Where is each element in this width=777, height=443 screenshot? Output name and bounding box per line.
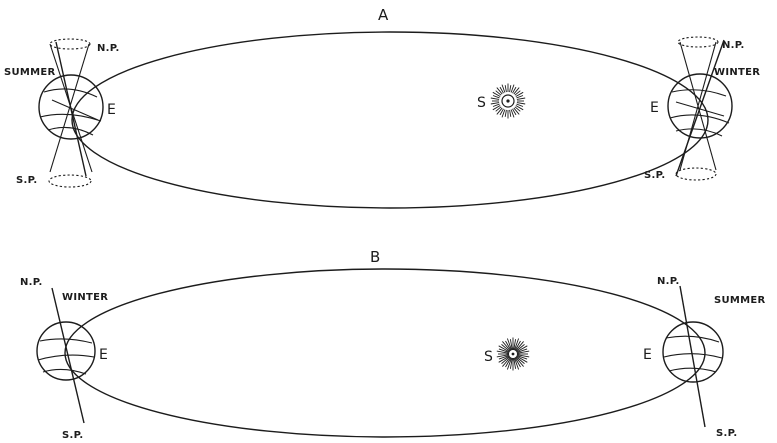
sun-ray [510,110,511,117]
sun-ray [497,108,502,115]
orbit-a [72,32,708,208]
sun-ray [514,108,519,115]
sun-b-label: S [484,349,493,365]
sun-ray [514,88,519,95]
earth-a-right-north-pole: N.P. [722,40,745,51]
earth-b-left: E WINTER N.P. S.P. [20,277,108,441]
earth-a-left-label: E [107,102,116,118]
earth-b-left-season: WINTER [62,292,108,303]
sun-ray [510,85,511,92]
earth-a-right-south-pole: S.P. [644,170,666,181]
sun-a: S [477,84,525,119]
sun-b: S [484,338,529,371]
earth-a-left-season: SUMMER [4,67,56,78]
sun-ray [517,98,525,99]
earth-a-right: E WINTER N.P. S.P. [644,37,760,181]
earth-b-right-north-pole: N.P. [657,276,680,287]
sun-ray [491,103,499,104]
earth-b-right-label: E [643,347,652,363]
sun-ray [505,110,506,117]
earth-b-right-season: SUMMER [714,295,766,306]
earth-b-right-south-pole: S.P. [716,428,738,439]
sun-ray [497,88,502,95]
earth-a-left: E SUMMER N.P. S.P. [4,39,120,187]
earth-b-left-north-pole: N.P. [20,277,43,288]
panel-b-label: B [370,248,380,266]
earth-a-right-label: E [650,100,659,116]
panel-b: B S E WINTER N.P. S.P. E SUMMER [20,248,766,441]
earth-a-left-south-pole: S.P. [16,175,38,186]
sun-ray [517,103,525,104]
panel-a: A S E SUMMER N.P. S.P. [4,6,760,208]
sun-ray [505,85,506,92]
earth-b-left-label: E [99,347,108,363]
sun-a-label: S [477,95,486,111]
earth-a-right-season: WINTER [714,67,760,78]
orbit-b [65,269,705,437]
panel-a-label: A [378,6,389,24]
earth-b-left-south-pole: S.P. [62,430,84,441]
earth-a-left-north-pole: N.P. [97,43,120,54]
sun-ray [491,98,499,99]
